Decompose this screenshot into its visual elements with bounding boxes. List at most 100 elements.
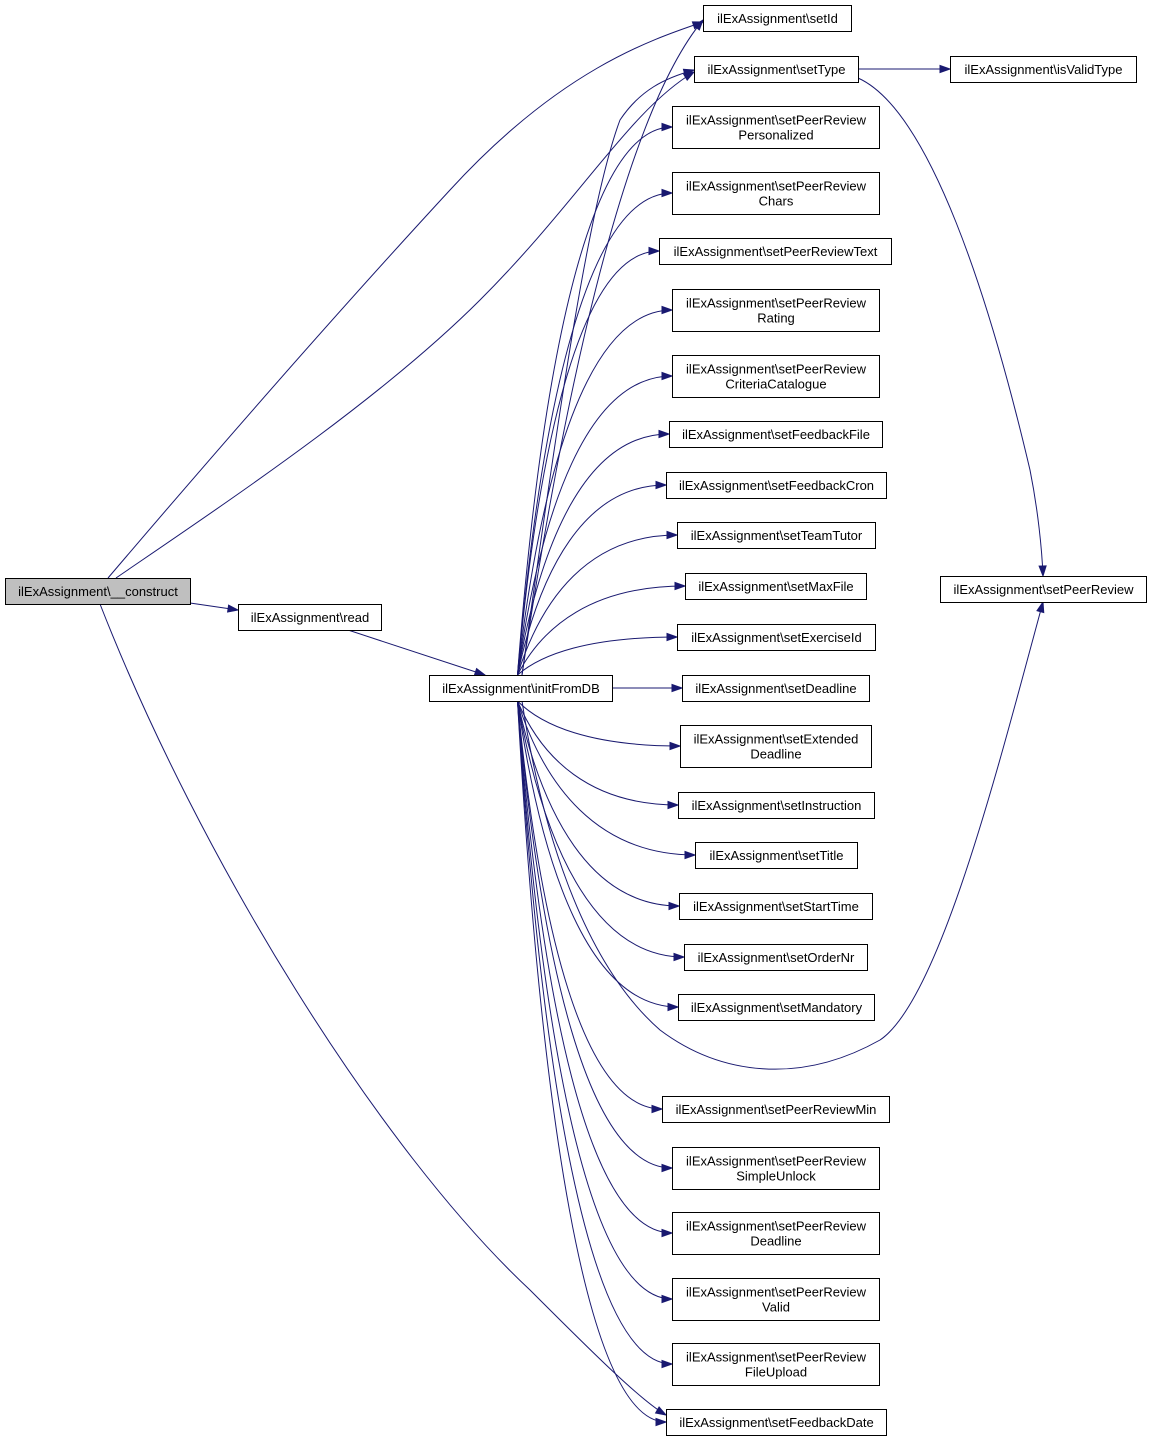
node-setPeerReviewCriteriaCatalogue[interactable]: ilExAssignment\setPeerReviewCriteriaCata… [672,355,880,398]
arrowhead-icon [661,188,674,198]
node-isValidType[interactable]: ilExAssignment\isValidType [950,56,1137,83]
edge-initFromDB-to-setFeedbackFile [517,429,671,676]
edge-line [99,603,667,1416]
node-setTeamTutor[interactable]: ilExAssignment\setTeamTutor [677,522,876,549]
node-box [694,56,859,83]
node-box [672,1147,880,1190]
node-label: SimpleUnlock [736,1169,816,1184]
node-box [672,106,880,149]
edge-initFromDB-to-setType [521,68,696,676]
node-construct[interactable]: ilExAssignment\__construct [5,578,191,605]
edge-line [857,77,1044,577]
edge-line [517,700,673,1234]
edge-line [107,21,704,579]
edge-line [517,309,673,676]
node-label: ilExAssignment\setId [717,11,838,26]
edge-initFromDB-to-setOrderNr [517,700,686,962]
edge-initFromDB-to-setPeerReviewValid [517,700,674,1304]
edge-initFromDB-to-setPeerReviewSimpleUnlock [517,700,674,1173]
edge-setType-to-isValidType [858,64,952,74]
edge-setType-to-setPeerReview [857,77,1047,578]
node-setId[interactable]: ilExAssignment\setId [703,5,852,32]
arrowhead-icon [661,371,674,381]
node-label: ilExAssignment\setType [707,62,845,77]
node-label: ilExAssignment\setPeerReview [686,296,867,311]
node-label: Deadline [750,1234,801,1249]
arrowhead-icon [661,122,674,132]
node-read[interactable]: ilExAssignment\read [238,604,382,631]
edge-line [517,585,686,676]
node-setPeerReviewText[interactable]: ilExAssignment\setPeerReviewText [659,238,892,265]
arrowhead-icon [684,850,697,860]
node-box [678,994,875,1021]
node-setFeedbackFile[interactable]: ilExAssignment\setFeedbackFile [669,421,883,448]
node-box [662,1096,890,1123]
node-label: Valid [762,1300,790,1315]
node-setMaxFile[interactable]: ilExAssignment\setMaxFile [685,573,867,600]
edge-initFromDB-to-setTitle [517,700,697,860]
node-label: ilExAssignment\setTeamTutor [691,528,863,543]
edge-initFromDB-to-setFeedbackDate [517,700,668,1427]
edge-initFromDB-to-setExtendedDeadline [517,700,682,751]
node-setDeadline[interactable]: ilExAssignment\setDeadline [682,675,870,702]
edge-line [517,433,670,676]
edge-initFromDB-to-setStartTime [517,700,681,911]
edge-line [115,71,695,579]
node-label: ilExAssignment\setPeerReview [686,1154,867,1169]
node-label: ilExAssignment\setPeerReview [686,113,867,128]
node-setTitle[interactable]: ilExAssignment\setTitle [695,842,858,869]
edge-line [517,700,680,907]
node-setStartTime[interactable]: ilExAssignment\setStartTime [679,893,873,920]
node-label: ilExAssignment\setFeedbackDate [679,1415,873,1430]
node-label: ilExAssignment\setPeerReview [686,1219,867,1234]
node-label: CriteriaCatalogue [725,377,826,392]
node-box [685,573,867,600]
node-setFeedbackDate[interactable]: ilExAssignment\setFeedbackDate [666,1409,887,1436]
edge-line [517,700,673,1300]
edge-initFromDB-to-setPeerReviewMin [517,700,664,1114]
edge-initFromDB-to-setDeadline [612,683,684,693]
edge-line [517,700,673,1365]
edge-line [517,700,685,958]
node-setType[interactable]: ilExAssignment\setType [694,56,859,83]
node-setOrderNr[interactable]: ilExAssignment\setOrderNr [684,944,868,971]
arrowhead-icon [1036,600,1045,614]
node-box [666,472,887,499]
edge-line [517,700,663,1110]
edge-line [517,700,681,747]
edge-initFromDB-to-setPeerReviewPersonalized [517,122,674,676]
arrowhead-icon [654,1406,668,1416]
edge-construct-to-setFeedbackDate [99,603,668,1416]
edge-line [521,69,695,676]
arrowhead-icon [693,18,704,31]
edge-initFromDB-to-setTeamTutor [517,530,679,676]
node-initFromDB[interactable]: ilExAssignment\initFromDB [429,675,613,702]
node-label: ilExAssignment\setPeerReview [686,1350,867,1365]
edge-initFromDB-to-setMaxFile [517,581,687,676]
node-setExerciseId[interactable]: ilExAssignment\setExerciseId [677,624,876,651]
arrowhead-icon [658,429,671,439]
node-setInstruction[interactable]: ilExAssignment\setInstruction [678,792,875,819]
arrowhead-icon [673,952,686,962]
node-setPeerReview[interactable]: ilExAssignment\setPeerReview [940,576,1147,603]
arrowhead-icon [666,632,679,642]
node-layer: ilExAssignment\__construct ilExAssignment… [5,5,1147,1436]
node-setMandatory[interactable]: ilExAssignment\setMandatory [678,994,875,1021]
edge-initFromDB-to-setMandatory [517,700,680,1012]
node-setFeedbackCron[interactable]: ilExAssignment\setFeedbackCron [666,472,887,499]
edge-initFromDB-to-setExerciseId [517,632,679,676]
node-label: ilExAssignment\setInstruction [692,798,862,813]
arrowhead-icon [668,901,681,911]
node-box [672,1212,880,1255]
node-box [677,624,876,651]
node-box [429,675,613,702]
node-setPeerReviewMin[interactable]: ilExAssignment\setPeerReviewMin [662,1096,890,1123]
